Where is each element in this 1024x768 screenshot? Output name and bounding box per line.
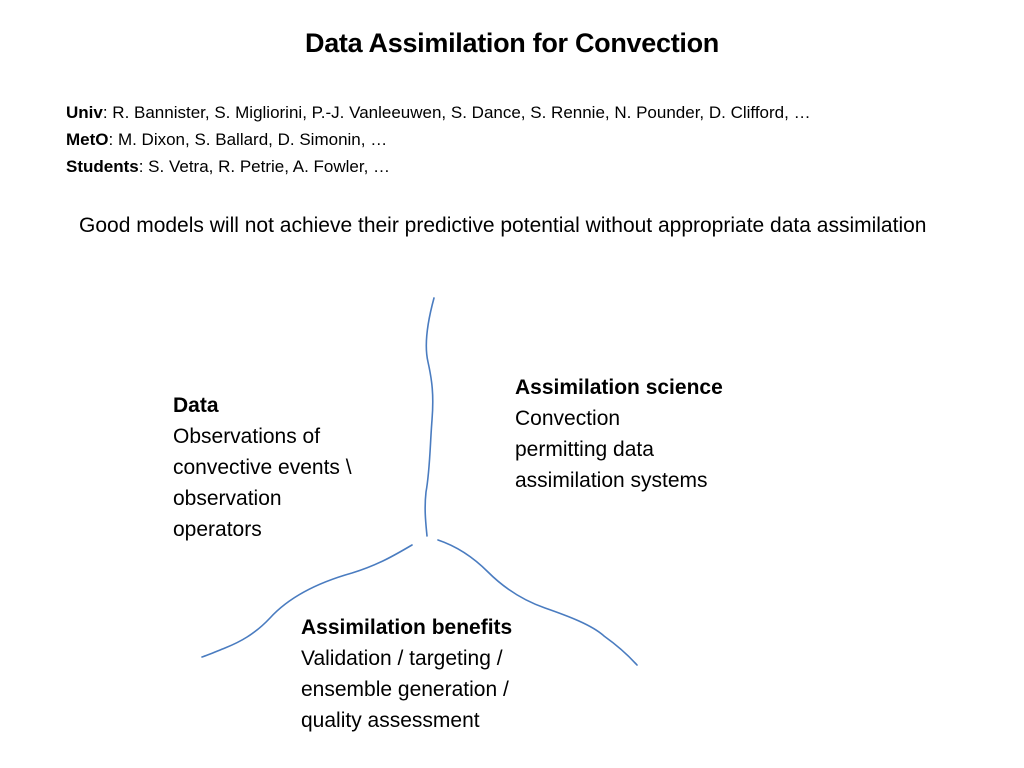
block-line: Validation / targeting / [301,647,503,670]
assimilation-science-block: Assimilation science Convection permitti… [515,372,755,496]
divider-line-vertical [424,297,435,537]
block-line: operators [173,518,262,541]
block-line: permitting data [515,438,654,461]
block-heading: Assimilation science [515,376,723,399]
credits-label: MetO [66,130,109,149]
lead-statement: Good models will not achieve their predi… [79,214,927,237]
block-line: Convection [515,407,621,430]
credits-row-univ: Univ: R. Bannister, S. Migliorini, P.-J.… [66,99,1006,126]
credits-names: : R. Bannister, S. Migliorini, P.-J. Van… [102,103,811,122]
block-line: assimilation systems [515,469,708,492]
credits-label: Univ [66,103,103,122]
credits-row-meto: MetO: M. Dixon, S. Ballard, D. Simonin, … [66,126,1006,153]
block-heading: Assimilation benefits [301,616,513,639]
credits-label: Students [66,157,139,176]
data-block: Data Observations of convective events \… [173,390,403,545]
credits-names: : M. Dixon, S. Ballard, D. Simonin, … [108,130,388,149]
block-heading: Data [173,394,219,417]
credits: Univ: R. Bannister, S. Migliorini, P.-J.… [66,99,1006,180]
divider-line-right [437,539,638,666]
block-line: convective events \ [173,456,352,479]
block-line: ensemble generation / [301,678,509,701]
divider-line-left [201,544,413,658]
credits-names: : S. Vetra, R. Petrie, A. Fowler, … [138,157,391,176]
credits-row-students: Students: S. Vetra, R. Petrie, A. Fowler… [66,153,1006,180]
slide-title: Data Assimilation for Convection [305,28,719,58]
block-line: Observations of [173,425,321,448]
block-line: observation [173,487,282,510]
assimilation-benefits-block: Assimilation benefits Validation / targe… [301,612,571,736]
block-line: quality assessment [301,709,480,732]
